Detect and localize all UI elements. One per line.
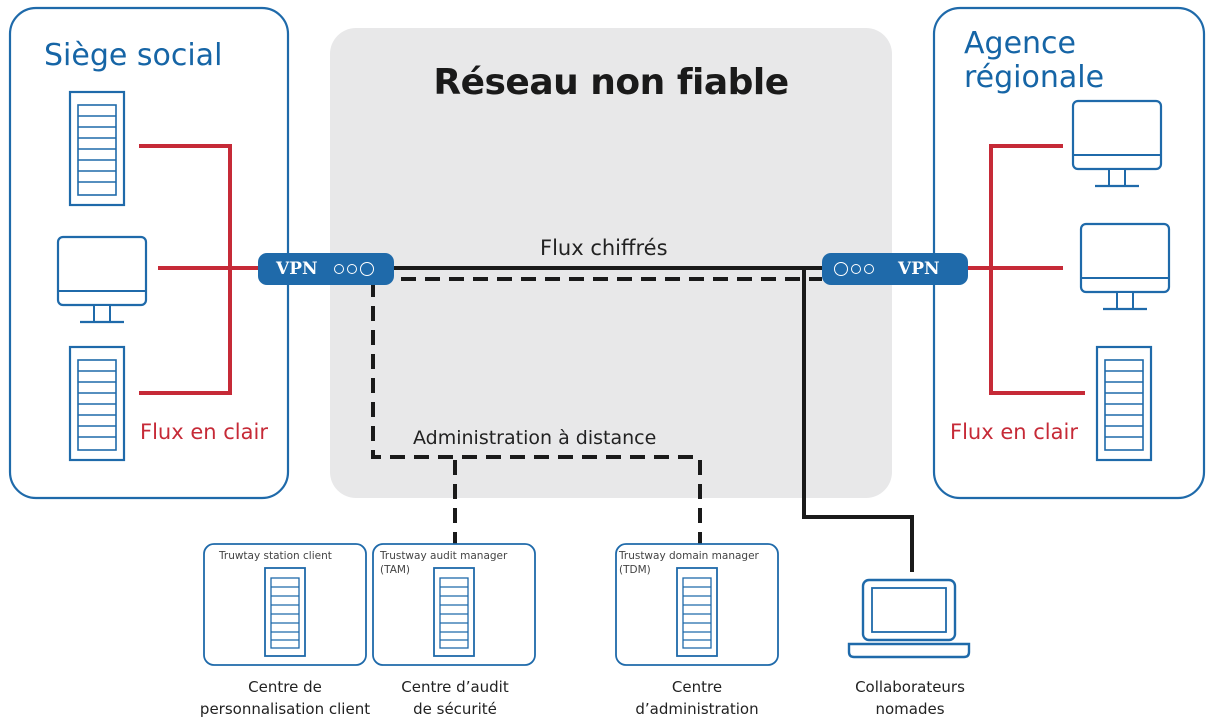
clear-flow-label-right: Flux en clair <box>950 420 1078 444</box>
regional-office-title-line2: régionale <box>964 60 1105 95</box>
caption-security-audit-center: Centre d’audit de sécurité <box>401 678 509 718</box>
vpn-right-label: VPN <box>898 259 940 279</box>
clear-flow-label-left: Flux en clair <box>140 420 268 444</box>
server-icon <box>264 567 306 657</box>
mobile-link <box>802 270 914 572</box>
server-icon <box>68 90 126 207</box>
regional-office-title-line1: Agence <box>964 26 1076 61</box>
server-icon <box>433 567 475 657</box>
clear-flow-links-left <box>139 144 258 395</box>
encrypted-flow-label: Flux chiffrés <box>540 236 668 260</box>
monitor-icon <box>1071 99 1163 188</box>
vpn-left-label: VPN <box>276 259 318 279</box>
vpn-gateway-icon <box>333 262 374 276</box>
card-title: Trustway domain manager <box>619 550 759 562</box>
remote-admin-label: Administration à distance <box>413 427 657 449</box>
headquarters-title: Siège social <box>44 38 223 73</box>
card-subtitle: (TAM) <box>380 564 411 576</box>
server-icon <box>676 567 718 657</box>
untrusted-network-title: Réseau non fiable <box>433 62 789 103</box>
caption-customization-center: Centre de personnalisation client <box>199 678 371 718</box>
card-subtitle: (TDM) <box>619 564 651 576</box>
card-title: Trustway audit manager <box>380 550 508 562</box>
clear-flow-links-right <box>968 144 1085 395</box>
untrusted-network-zone <box>330 28 892 498</box>
server-icon <box>68 345 126 462</box>
vpn-gateway-icon <box>834 262 874 276</box>
card-title: Truwtay station client <box>219 550 332 562</box>
monitor-icon <box>1079 222 1171 311</box>
caption-mobile-staff: Collaborateurs nomades <box>855 678 965 718</box>
caption-administration-center: Centre d’administration <box>635 678 759 718</box>
monitor-icon <box>56 235 148 324</box>
laptop-icon <box>847 578 971 659</box>
vpn-gateway-right: VPN <box>822 253 968 285</box>
server-icon <box>1095 345 1153 462</box>
remote-admin-links <box>371 277 822 545</box>
vpn-gateway-left: VPN <box>258 253 394 285</box>
